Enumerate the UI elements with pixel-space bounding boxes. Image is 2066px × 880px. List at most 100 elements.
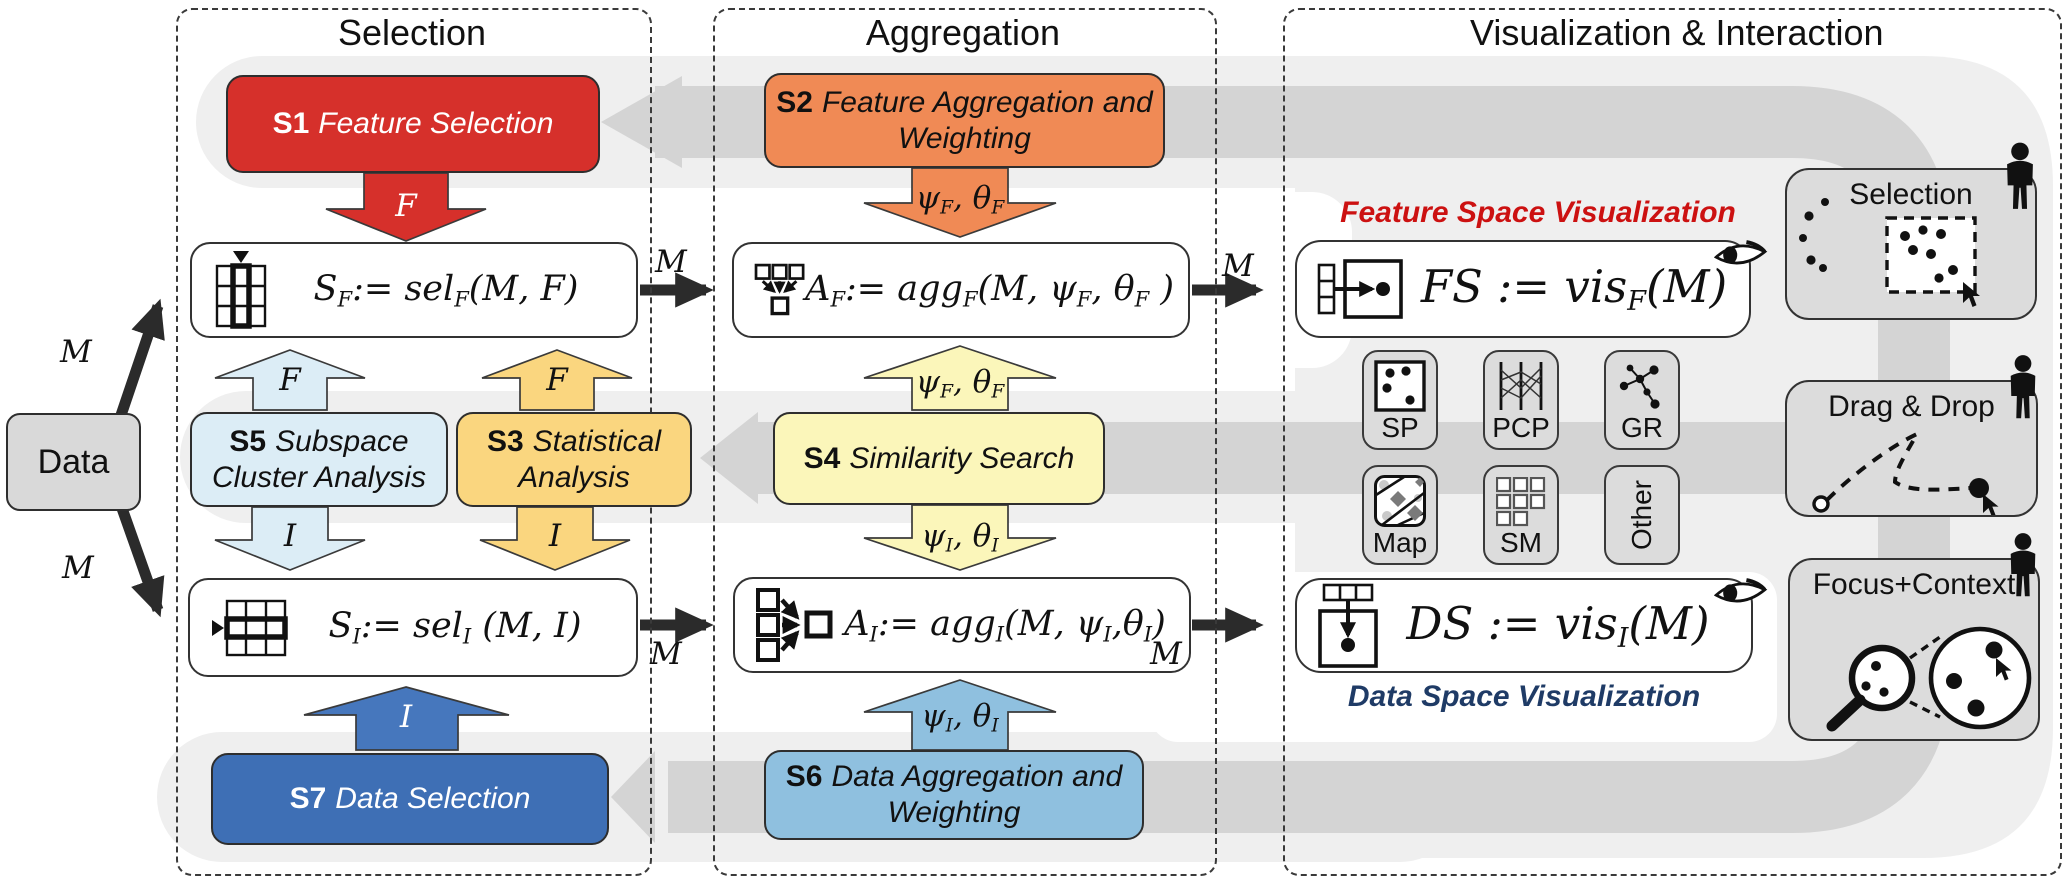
map-icon xyxy=(1374,475,1426,527)
tile-graph: GR xyxy=(1604,350,1680,450)
stage-s2-code: S2 xyxy=(776,85,813,119)
arrow-s4-to-af xyxy=(863,345,1057,411)
stage-s5-label: Subspace Cluster Analysis xyxy=(212,424,426,494)
label-f-s5-arrow: F xyxy=(279,362,301,398)
tile-label-sp: SP xyxy=(1381,412,1419,443)
tile-label-sm: SM xyxy=(1500,527,1542,558)
tile-label-map: Map xyxy=(1372,527,1428,558)
focus-context-illustration xyxy=(1826,626,2032,732)
label-m-ai-ds: M xyxy=(1150,636,1182,672)
panel-selection: Selection xyxy=(1785,168,2037,320)
arrow-s5-to-si xyxy=(214,506,366,571)
scatterplot-icon xyxy=(1374,360,1426,412)
arrow-s5-to-sf xyxy=(214,349,366,411)
arrow-s4-to-ai xyxy=(863,504,1057,571)
feedback-arrowhead-top xyxy=(601,76,682,168)
caption-data-space: Data Space Visualization xyxy=(1347,680,1701,713)
formula-af: AF:= aggF(M, ψF, θF ) xyxy=(805,268,1174,312)
label-i-s3-arrow: I xyxy=(548,518,562,554)
label-m-data-si: M xyxy=(62,550,94,586)
formula-box-ds: DS := visI(M) xyxy=(1295,578,1753,673)
block-arrows xyxy=(214,167,1057,751)
feature-selection-table-icon xyxy=(215,251,267,329)
data-source-box: Data xyxy=(6,413,141,511)
arrow-s3-to-sf xyxy=(481,349,633,411)
tile-label-gr: GR xyxy=(1621,412,1663,443)
small-multiples-icon xyxy=(1496,477,1546,527)
formula-box-ai: AI:= aggI(M, ψI,θI) xyxy=(733,577,1191,673)
stage-s3-label: Statistical Analysis xyxy=(518,424,662,494)
stage-s5-code: S5 xyxy=(229,424,267,458)
stage-s3-code: S3 xyxy=(486,424,524,458)
cursor-icon xyxy=(1983,494,1999,515)
formula-si: SI:= selI (M, I) xyxy=(328,606,582,649)
stage-s7-label: Data Selection xyxy=(335,782,531,815)
arrow-s3-to-si xyxy=(479,506,631,571)
column-aggregation xyxy=(713,8,1217,876)
data-space-vis-icon xyxy=(1318,583,1378,668)
caption-feature-space: Feature Space Visualization xyxy=(1340,196,1736,229)
stage-s4-label: Similarity Search xyxy=(849,441,1075,475)
stage-s7-code: S7 xyxy=(289,782,327,815)
feature-space-vis-icon xyxy=(1317,259,1403,319)
formula-fs: FS := visF(M) xyxy=(1420,260,1728,318)
stage-s1-label: Feature Selection xyxy=(318,107,554,140)
label-m-si-ai: M xyxy=(650,636,682,672)
arrow-s2-to-af xyxy=(863,167,1057,238)
tile-scatterplot: SP xyxy=(1362,350,1438,450)
label-psi-theta-f-down: ψF, θF xyxy=(915,180,1005,219)
panel-drag-drop-title: Drag & Drop xyxy=(1828,390,1995,423)
label-psi-theta-i-up: ψI, θI xyxy=(921,698,999,737)
feedback-arrowhead-mid xyxy=(700,412,758,504)
label-f-red-arrow: F xyxy=(395,188,417,224)
formula-box-si: SI:= selI (M, I) xyxy=(188,578,638,677)
label-f-s3-arrow: F xyxy=(546,362,568,398)
formula-ai: AI:= aggI(M, ψI,θI) xyxy=(844,603,1166,647)
label-m-sf-af: M xyxy=(655,244,687,280)
data-aggregation-icon xyxy=(756,588,833,662)
column-visualization-interaction xyxy=(1283,8,2062,876)
graph-icon xyxy=(1619,364,1660,409)
label-i-s7-arrow: I xyxy=(399,699,413,735)
magnifier-icon xyxy=(1848,644,1916,712)
column-title-aggregation: Aggregation xyxy=(865,12,1061,53)
formula-box-fs: FS := visF(M) xyxy=(1295,240,1751,338)
label-i-s5-arrow: I xyxy=(283,518,297,554)
panel-focus-context-title: Focus+Context xyxy=(1812,568,2016,601)
eye-icon-fs xyxy=(1714,240,1768,265)
stage-s2-label: Feature Aggregation and Weighting xyxy=(821,85,1153,155)
stage-s6-code: S6 xyxy=(785,760,823,793)
arrow-data-to-si xyxy=(112,495,165,618)
feedback-arrowhead-bottom xyxy=(611,751,655,843)
data-selection-table-icon xyxy=(212,599,288,656)
tile-other: Other xyxy=(1604,465,1680,565)
cursor-icon xyxy=(1963,282,1980,307)
column-title-visualization: Visualization & Interaction xyxy=(1470,12,1884,53)
formula-sf: SF:= selF(M, F) xyxy=(313,268,579,312)
formula-box-af: AF:= aggF(M, ψF, θF ) xyxy=(732,242,1190,338)
label-psi-theta-i-down: ψI, θI xyxy=(921,518,999,557)
pcp-icon xyxy=(1499,362,1543,410)
label-m-af-fs: M xyxy=(1222,248,1254,284)
stage-s4-code: S4 xyxy=(803,441,841,475)
tile-small-multiples: SM xyxy=(1483,465,1559,565)
arrow-s1-to-sf xyxy=(325,172,487,242)
arrow-s7-to-si xyxy=(303,686,510,751)
tile-map: Map xyxy=(1362,465,1438,565)
data-source-label: Data xyxy=(37,442,110,481)
person-icon-drag-drop xyxy=(2010,355,2036,419)
tile-label-pcp: PCP xyxy=(1492,412,1550,443)
person-icon-selection xyxy=(2007,142,2033,209)
selection-illustration xyxy=(1799,198,1980,307)
label-m-data-sf: M xyxy=(60,334,92,370)
label-psi-theta-f-up: ψF, θF xyxy=(915,364,1005,403)
stage-s1-code: S1 xyxy=(272,107,310,140)
formula-ds: DS := visI(M) xyxy=(1406,596,1710,655)
panel-drag-and-drop: Drag & Drop xyxy=(1785,380,2038,517)
